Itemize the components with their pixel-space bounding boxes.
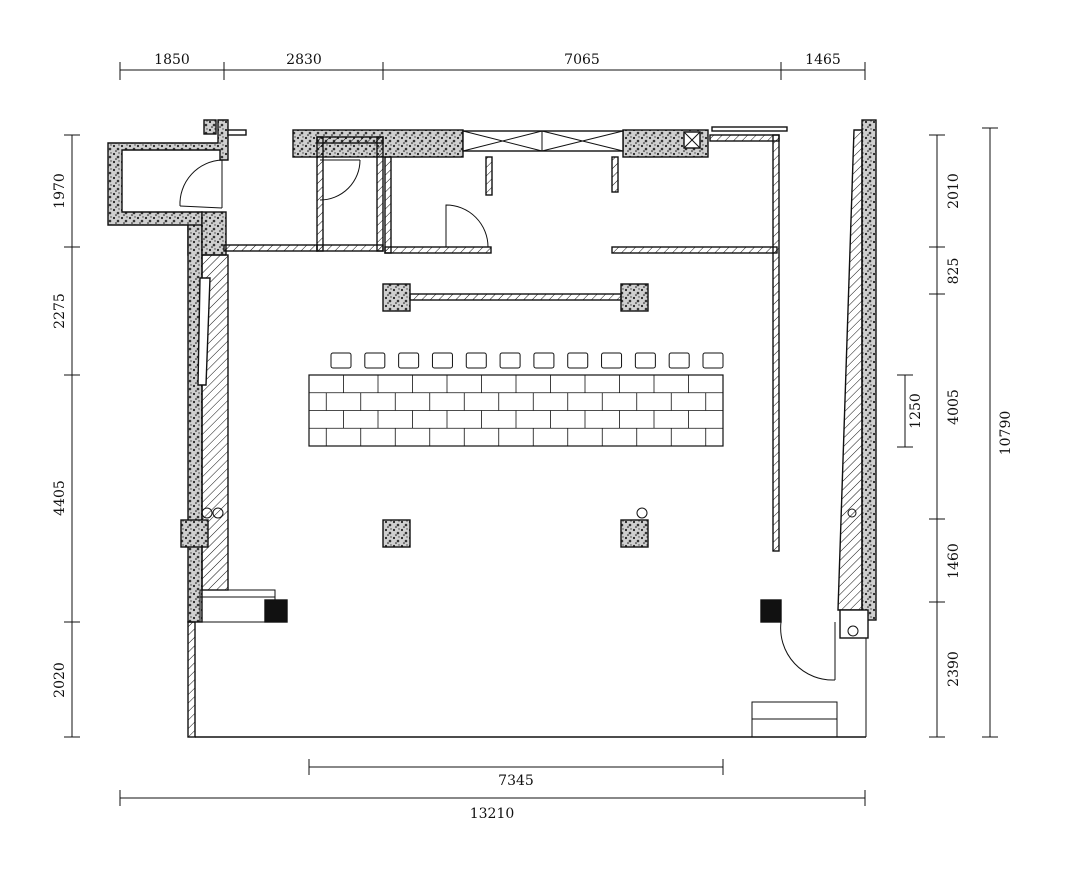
door-room [445,204,489,248]
dimension-right-inner: 2010 825 4005 1460 2390 [929,134,962,738]
bar-stool [601,352,623,369]
bar-stool [330,352,352,369]
bar-seats [330,352,724,369]
bar-stool [398,352,420,369]
dimension-bottom-total: 13210 [119,790,866,822]
bar-counter [308,374,724,447]
doors [179,159,836,681]
dim-left-1: 1970 [52,173,68,209]
bar-stool [567,352,589,369]
dimension-top: 1850 2830 7065 1465 [119,52,866,80]
dim-top-4: 1465 [805,52,841,68]
dimension-bottom-inner: 7345 [308,759,724,789]
door-main [780,621,836,681]
dim-bottom-inner: 7345 [498,773,534,789]
bar-stool [533,352,555,369]
dim-right-4: 1460 [946,543,962,579]
bar-stool [465,352,487,369]
dim-bottom-total: 13210 [470,806,515,822]
dimension-right-total: 10790 [982,127,1014,738]
dim-top-2: 2830 [286,52,322,68]
dim-top-1: 1850 [154,52,190,68]
bar-stool [364,352,386,369]
bar-stool [668,352,690,369]
exterior-walls [107,119,877,738]
bar-stool [702,352,724,369]
fixtures [199,507,857,738]
dim-right-total: 10790 [998,411,1014,456]
interior-walls [223,134,780,552]
dim-right-5: 2390 [946,651,962,687]
dimension-bar-depth: 1250 [897,374,924,448]
dimension-left: 1970 2275 4405 2020 [52,134,80,738]
columns [264,283,782,623]
dim-right-1: 2010 [946,173,962,209]
dim-top-3: 7065 [564,52,600,68]
bar-stool [431,352,453,369]
bar-stool [634,352,656,369]
door-restroom [319,159,361,201]
door-entry [179,159,223,209]
bar-stool [499,352,521,369]
dim-right-3: 4005 [946,389,962,425]
dim-left-4: 2020 [52,662,68,698]
dim-left-3: 4405 [52,480,68,516]
dim-right-2: 825 [946,258,962,285]
dim-left-2: 2275 [52,293,68,329]
dim-bar-depth: 1250 [908,393,924,429]
